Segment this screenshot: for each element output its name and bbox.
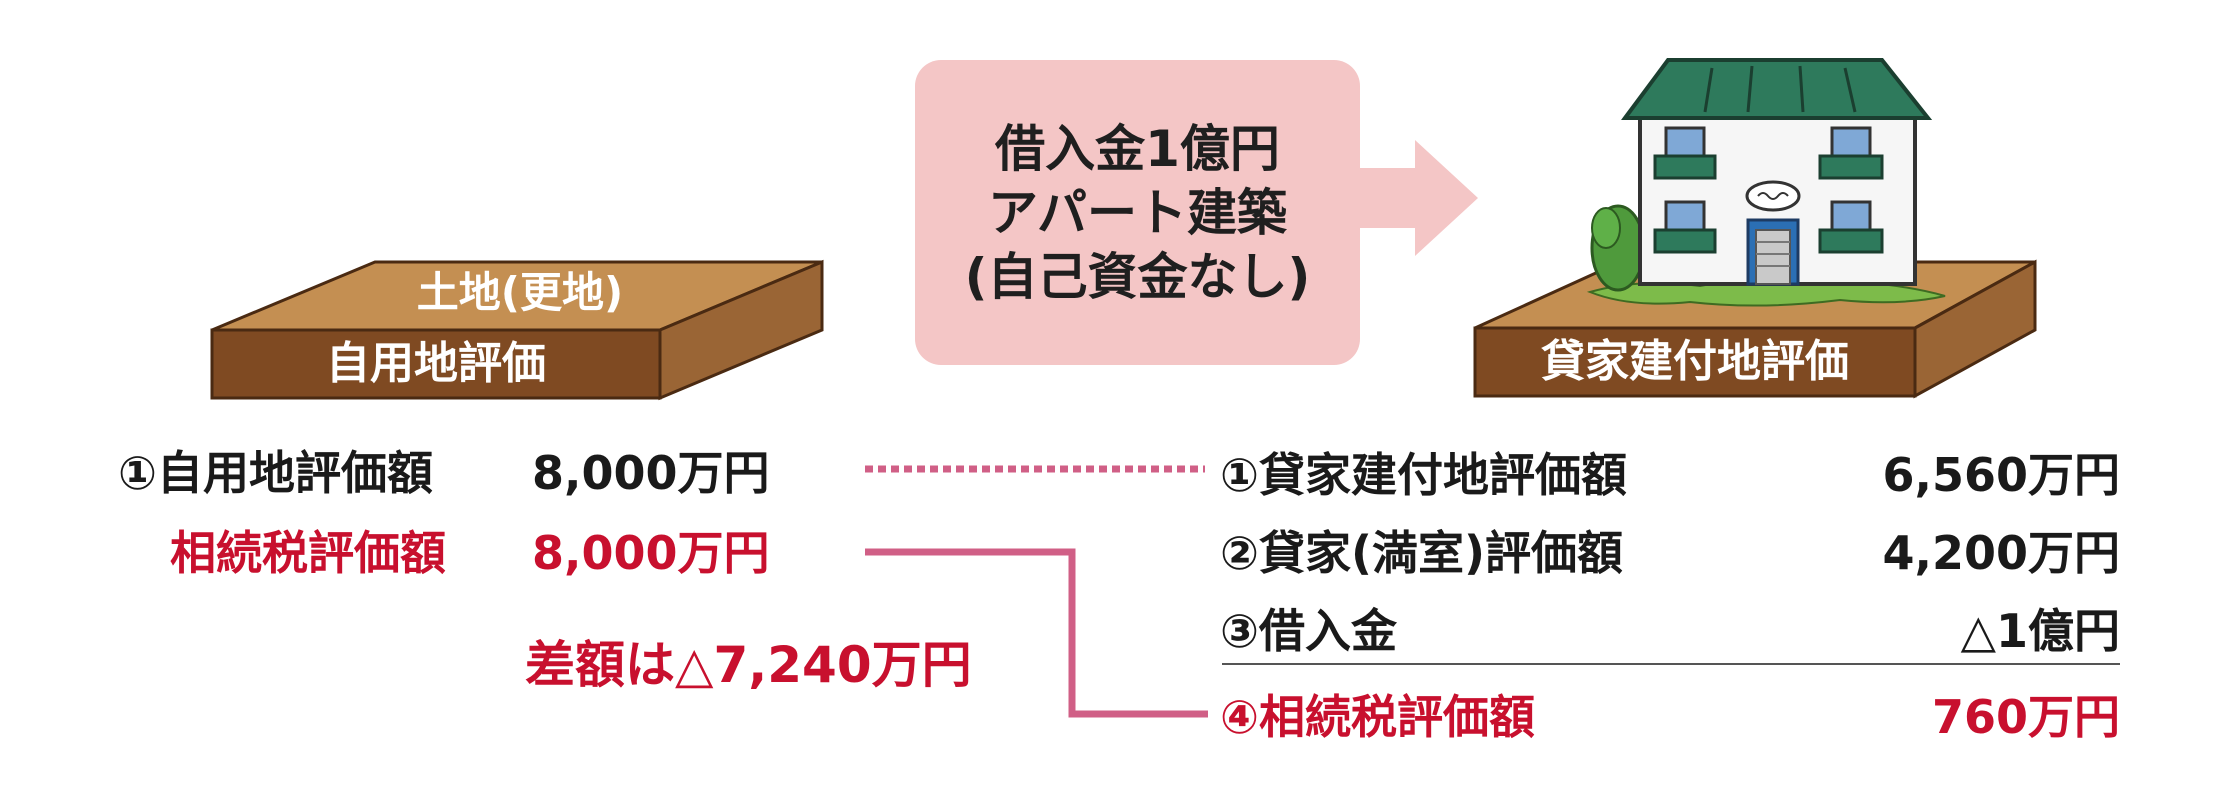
right-item-2-value: 4,200万円: [1882, 526, 2120, 580]
left-land-front-label: 自用地評価: [326, 338, 546, 389]
right-land-front-label: 貸家建付地評価: [1541, 336, 1849, 387]
callout-line-1: 借入金1億円: [995, 119, 1280, 178]
right-item-2-label: ②貸家(満室)評価額: [1220, 526, 1623, 580]
left-item-2-value: 8,000万円: [532, 526, 770, 580]
arrow-right: [1352, 140, 1478, 256]
right-item-4-label: ④相続税評価額: [1220, 690, 1535, 744]
right-item-3-value: △1億円: [1960, 604, 2120, 658]
left-land-top-label: 土地(更地): [416, 268, 624, 317]
right-land-front: [1473, 326, 1917, 398]
left-land-block: [210, 259, 824, 401]
left-item-1-value: 8,000万円: [532, 446, 770, 500]
callout-line-2: アパート建築: [988, 183, 1287, 242]
left-land-front: [210, 328, 662, 400]
callout-line-3: (自己資金なし): [964, 247, 1311, 306]
right-item-3-label: ③借入金: [1220, 604, 1397, 658]
apartment-building-icon: [1621, 58, 1933, 286]
bush-icon: [1590, 204, 1646, 292]
left-item-1-label: ①自用地評価額: [118, 446, 433, 500]
difference-label: 差額は△7,240万円: [525, 636, 972, 694]
callout-box: 借入金1億円 アパート建築 (自己資金なし): [915, 60, 1360, 365]
right-item-1-label: ①貸家建付地評価額: [1220, 448, 1627, 502]
left-item-2-label: 相続税評価額: [170, 526, 446, 580]
right-item-4-value: 760万円: [1931, 690, 2120, 744]
right-item-1-value: 6,560万円: [1882, 448, 2120, 502]
solid-connector: [865, 548, 1208, 718]
